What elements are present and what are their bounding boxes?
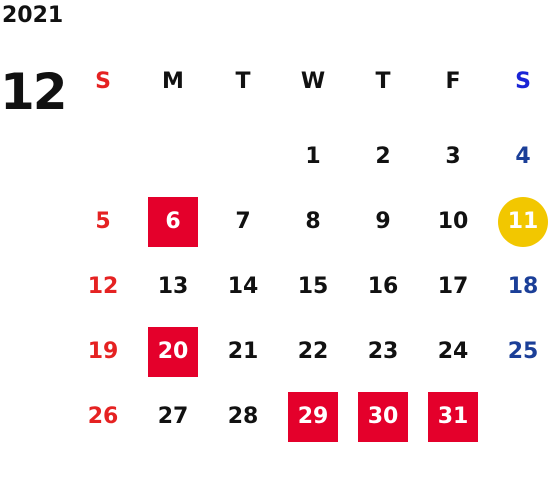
calendar-day-number: 26 — [87, 403, 119, 429]
weekday-label: M — [162, 69, 184, 94]
calendar-day-number: 6 — [148, 196, 198, 247]
calendar-day[interactable]: 30 — [348, 384, 418, 449]
calendar-day-number: 15 — [297, 273, 329, 299]
calendar-day-number: 3 — [445, 143, 461, 169]
calendar-day[interactable]: 28 — [208, 384, 278, 449]
calendar-day-number: 31 — [428, 391, 478, 442]
calendar-day[interactable]: 5 — [68, 189, 138, 254]
calendar-day[interactable]: 31 — [418, 384, 488, 449]
month-label: 12 — [0, 63, 68, 121]
calendar-day[interactable]: 8 — [278, 189, 348, 254]
calendar-day-number: 5 — [95, 208, 111, 234]
calendar-day-number: 22 — [297, 338, 329, 364]
calendar-day[interactable]: 15 — [278, 254, 348, 319]
calendar-day[interactable]: 2 — [348, 124, 418, 189]
calendar-day[interactable]: 6 — [138, 189, 208, 254]
calendar-day[interactable]: 27 — [138, 384, 208, 449]
weekday-label: T — [375, 69, 391, 94]
year-label: 2021 — [2, 3, 64, 28]
calendar-day[interactable]: 9 — [348, 189, 418, 254]
calendar-day-number: 23 — [367, 338, 399, 364]
calendar-day[interactable]: 21 — [208, 319, 278, 384]
calendar-day[interactable]: 1 — [278, 124, 348, 189]
calendar-day-number: 14 — [227, 273, 259, 299]
calendar-day[interactable]: 13 — [138, 254, 208, 319]
calendar-day[interactable]: 10 — [418, 189, 488, 254]
calendar-day-number: 21 — [227, 338, 259, 364]
calendar-day[interactable]: 26 — [68, 384, 138, 449]
calendar-day-number: 16 — [367, 273, 399, 299]
weekday-label: W — [300, 69, 326, 94]
calendar-day-number: 8 — [305, 208, 321, 234]
calendar-day[interactable]: 29 — [278, 384, 348, 449]
calendar-day[interactable]: 11 — [488, 189, 548, 254]
calendar-day[interactable]: 25 — [488, 319, 548, 384]
calendar-day-number: 29 — [288, 391, 338, 442]
calendar-day[interactable]: 7 — [208, 189, 278, 254]
calendar-day[interactable]: 24 — [418, 319, 488, 384]
calendar-day[interactable]: 20 — [138, 319, 208, 384]
calendar-day[interactable]: 18 — [488, 254, 548, 319]
calendar-day-number: 19 — [87, 338, 119, 364]
calendar-day-number: 17 — [437, 273, 469, 299]
calendar-day-number: 2 — [375, 143, 391, 169]
calendar-day-number: 9 — [375, 208, 391, 234]
calendar-day[interactable]: 16 — [348, 254, 418, 319]
calendar-day-number: 7 — [235, 208, 251, 234]
weekday-label: S — [515, 69, 531, 94]
calendar-day-number: 11 — [498, 196, 548, 247]
calendar-day[interactable]: 14 — [208, 254, 278, 319]
calendar-day-number: 13 — [157, 273, 189, 299]
weekday-label: T — [235, 69, 251, 94]
calendar-day-number: 20 — [148, 326, 198, 377]
calendar-day[interactable]: 4 — [488, 124, 548, 189]
calendar-day-number: 28 — [227, 403, 259, 429]
calendar-day[interactable]: 23 — [348, 319, 418, 384]
calendar-day-number: 1 — [305, 143, 321, 169]
calendar-day-number: 4 — [515, 143, 531, 169]
calendar-day[interactable]: 12 — [68, 254, 138, 319]
calendar-day[interactable]: 22 — [278, 319, 348, 384]
weekday-label: F — [445, 69, 461, 94]
calendar-day-number: 27 — [157, 403, 189, 429]
calendar-day[interactable]: 19 — [68, 319, 138, 384]
weekday-label: S — [95, 69, 111, 94]
calendar-day-number: 10 — [437, 208, 469, 234]
calendar-day-number: 25 — [507, 338, 539, 364]
calendar-day-number: 30 — [358, 391, 408, 442]
calendar-day[interactable]: 3 — [418, 124, 488, 189]
calendar-day[interactable]: 17 — [418, 254, 488, 319]
calendar-day-number: 24 — [437, 338, 469, 364]
calendar-day-number: 18 — [507, 273, 539, 299]
calendar-day-number: 12 — [87, 273, 119, 299]
